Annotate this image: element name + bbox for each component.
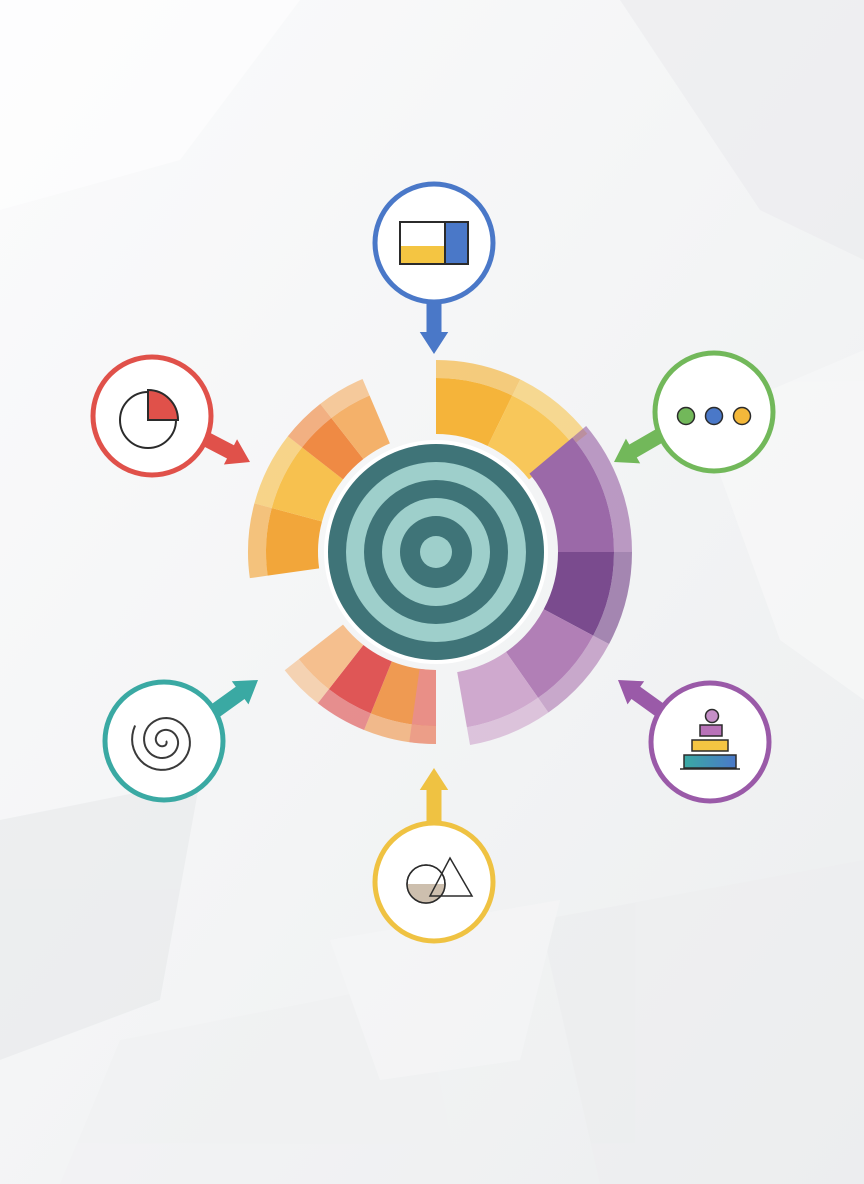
ring-segment-rim <box>512 379 588 445</box>
ring-segment-rim <box>466 697 549 746</box>
pie-chart-icon <box>119 388 180 449</box>
ring-segment-top-left <box>248 378 390 579</box>
target-ring <box>420 536 452 568</box>
ring-segment-band <box>543 552 614 636</box>
ring-segment-bottom-left <box>284 624 436 744</box>
flow-arrow <box>419 768 449 830</box>
shapes-overlap-icon <box>406 856 474 904</box>
ring-segment-band <box>271 447 344 522</box>
flow-arrow <box>196 429 250 465</box>
ring-segment-band <box>436 378 513 446</box>
ring-segment-rim <box>320 378 370 419</box>
node-lower-right <box>648 680 772 804</box>
ring-segment-rim <box>538 635 610 713</box>
nodes <box>90 181 776 944</box>
ring-segment-rim <box>409 724 436 744</box>
stacked-blocks-icon <box>680 708 740 770</box>
ring-segment-rim <box>572 426 632 552</box>
ring-segment-rim <box>254 436 303 509</box>
flow-arrow <box>614 425 670 464</box>
ring-segment-band <box>298 624 364 690</box>
ring-segment-band <box>411 668 436 726</box>
ring-segment-band <box>457 651 539 728</box>
panel-layout-icon <box>399 221 469 265</box>
arrows <box>196 296 673 830</box>
center-target-icon <box>324 440 548 664</box>
spiral-icon <box>131 716 191 771</box>
three-dots-icon <box>676 406 752 426</box>
ring-segment-rim <box>248 503 272 579</box>
node-top <box>372 181 496 305</box>
ring-segment-rim <box>317 689 371 731</box>
flow-arrow <box>419 296 449 354</box>
ring-segment-rim <box>284 659 329 704</box>
node-upper-right <box>652 350 776 474</box>
ring-segment-right <box>457 426 632 746</box>
ring-segment-band <box>266 508 323 576</box>
node-bottom <box>372 820 496 944</box>
ring-segment-band <box>505 609 594 698</box>
node-circle <box>102 679 226 803</box>
node-lower-left <box>102 679 226 803</box>
ring-segment-rim <box>287 403 332 448</box>
ring-segment-band <box>302 418 364 480</box>
ring-segment-rim <box>436 360 521 396</box>
ring-segment-rim <box>593 552 632 645</box>
ring-segment-band <box>331 395 390 460</box>
ring-segment-band <box>529 437 614 552</box>
node-upper-left <box>90 354 214 478</box>
ring-segments <box>248 360 632 746</box>
ring-segment-band <box>328 644 392 714</box>
